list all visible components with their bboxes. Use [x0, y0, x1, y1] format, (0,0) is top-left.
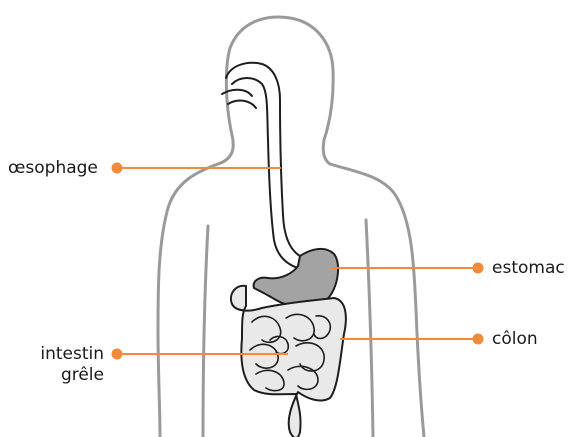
leader-dot-intestin: [113, 350, 122, 359]
label-oesophage-text: œsophage: [8, 158, 98, 178]
label-colon: côlon: [492, 329, 538, 350]
label-colon-text: côlon: [492, 329, 538, 349]
label-oesophage: œsophage: [8, 158, 98, 179]
label-intestin-grele: intestin grêle: [40, 344, 104, 386]
label-intestin-line1: intestin: [40, 344, 104, 365]
label-estomac-text: estomac: [492, 258, 565, 278]
pharynx-outline: [226, 63, 300, 256]
left-arm-line: [203, 226, 208, 437]
leader-dot-estomac: [474, 264, 483, 273]
colon: [231, 286, 346, 437]
body-outline-left: [158, 135, 233, 437]
palate: [228, 101, 256, 108]
leader-dot-oesophage: [113, 164, 122, 173]
label-estomac: estomac: [492, 258, 565, 279]
right-arm-line: [366, 220, 373, 437]
label-intestin-line2: grêle: [40, 365, 104, 386]
leader-dot-colon: [474, 335, 483, 344]
